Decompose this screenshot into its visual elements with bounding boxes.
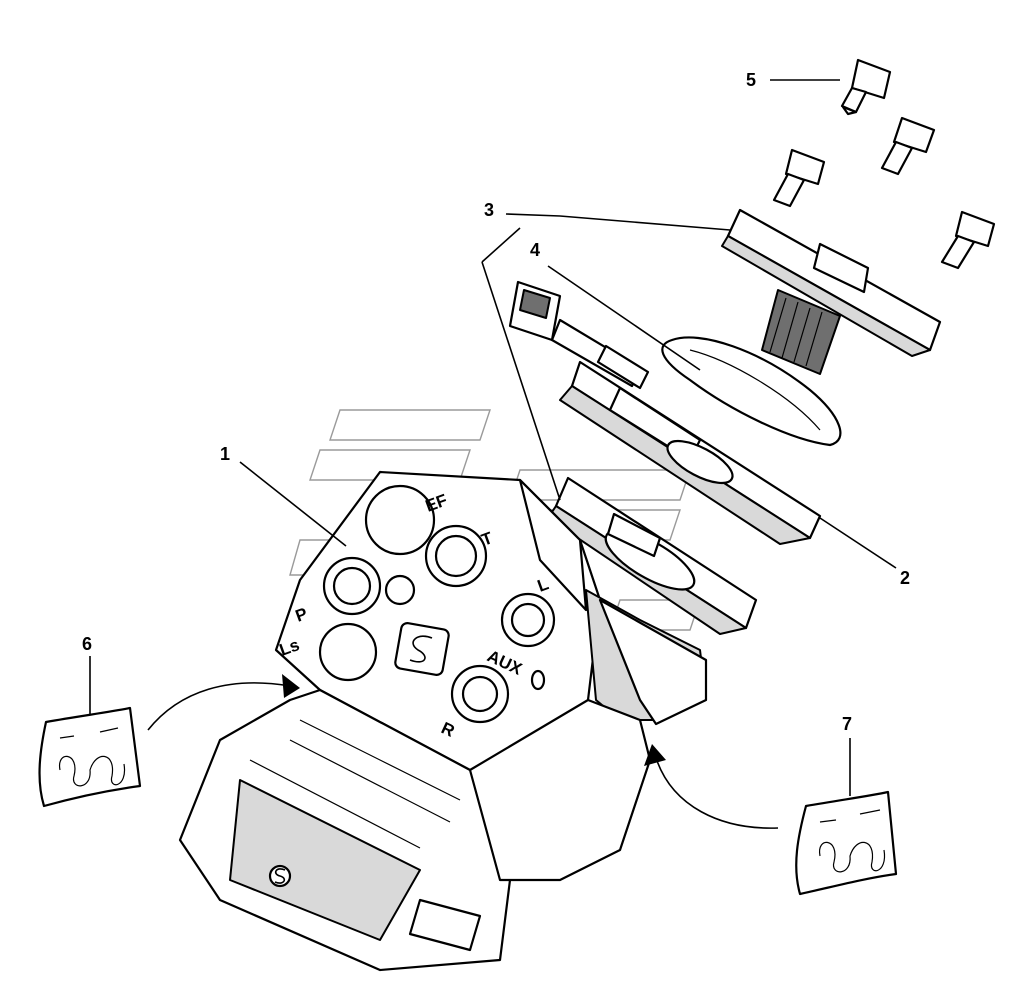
curved-arrow-icon <box>147 674 300 731</box>
callout-3: 3 <box>484 200 494 220</box>
callout-6: 6 <box>82 634 92 654</box>
valve-body-part <box>178 470 708 972</box>
bolt-icon <box>880 116 936 176</box>
bolt-icon <box>772 148 826 208</box>
top-flange-part <box>721 208 942 375</box>
curved-arrow-icon <box>644 744 779 829</box>
callout-1: 1 <box>220 444 230 464</box>
callout-7: 7 <box>842 714 852 734</box>
callout-4: 4 <box>530 240 540 260</box>
callout-5: 5 <box>746 70 756 90</box>
bolt-icon <box>940 210 996 270</box>
lower-flange-part <box>547 476 758 635</box>
label-tag-icon <box>38 706 142 808</box>
leader-lines <box>89 79 897 796</box>
s-logo-small-icon <box>268 864 292 888</box>
bolt-icon <box>840 58 892 116</box>
connector-part <box>508 280 650 390</box>
s-logo-icon <box>394 622 450 676</box>
sensor-plate-part <box>559 360 822 545</box>
gasket-part <box>661 336 842 447</box>
port-ef-icon <box>364 484 436 556</box>
callout-2: 2 <box>900 568 910 588</box>
label-tag-icon <box>795 790 898 896</box>
